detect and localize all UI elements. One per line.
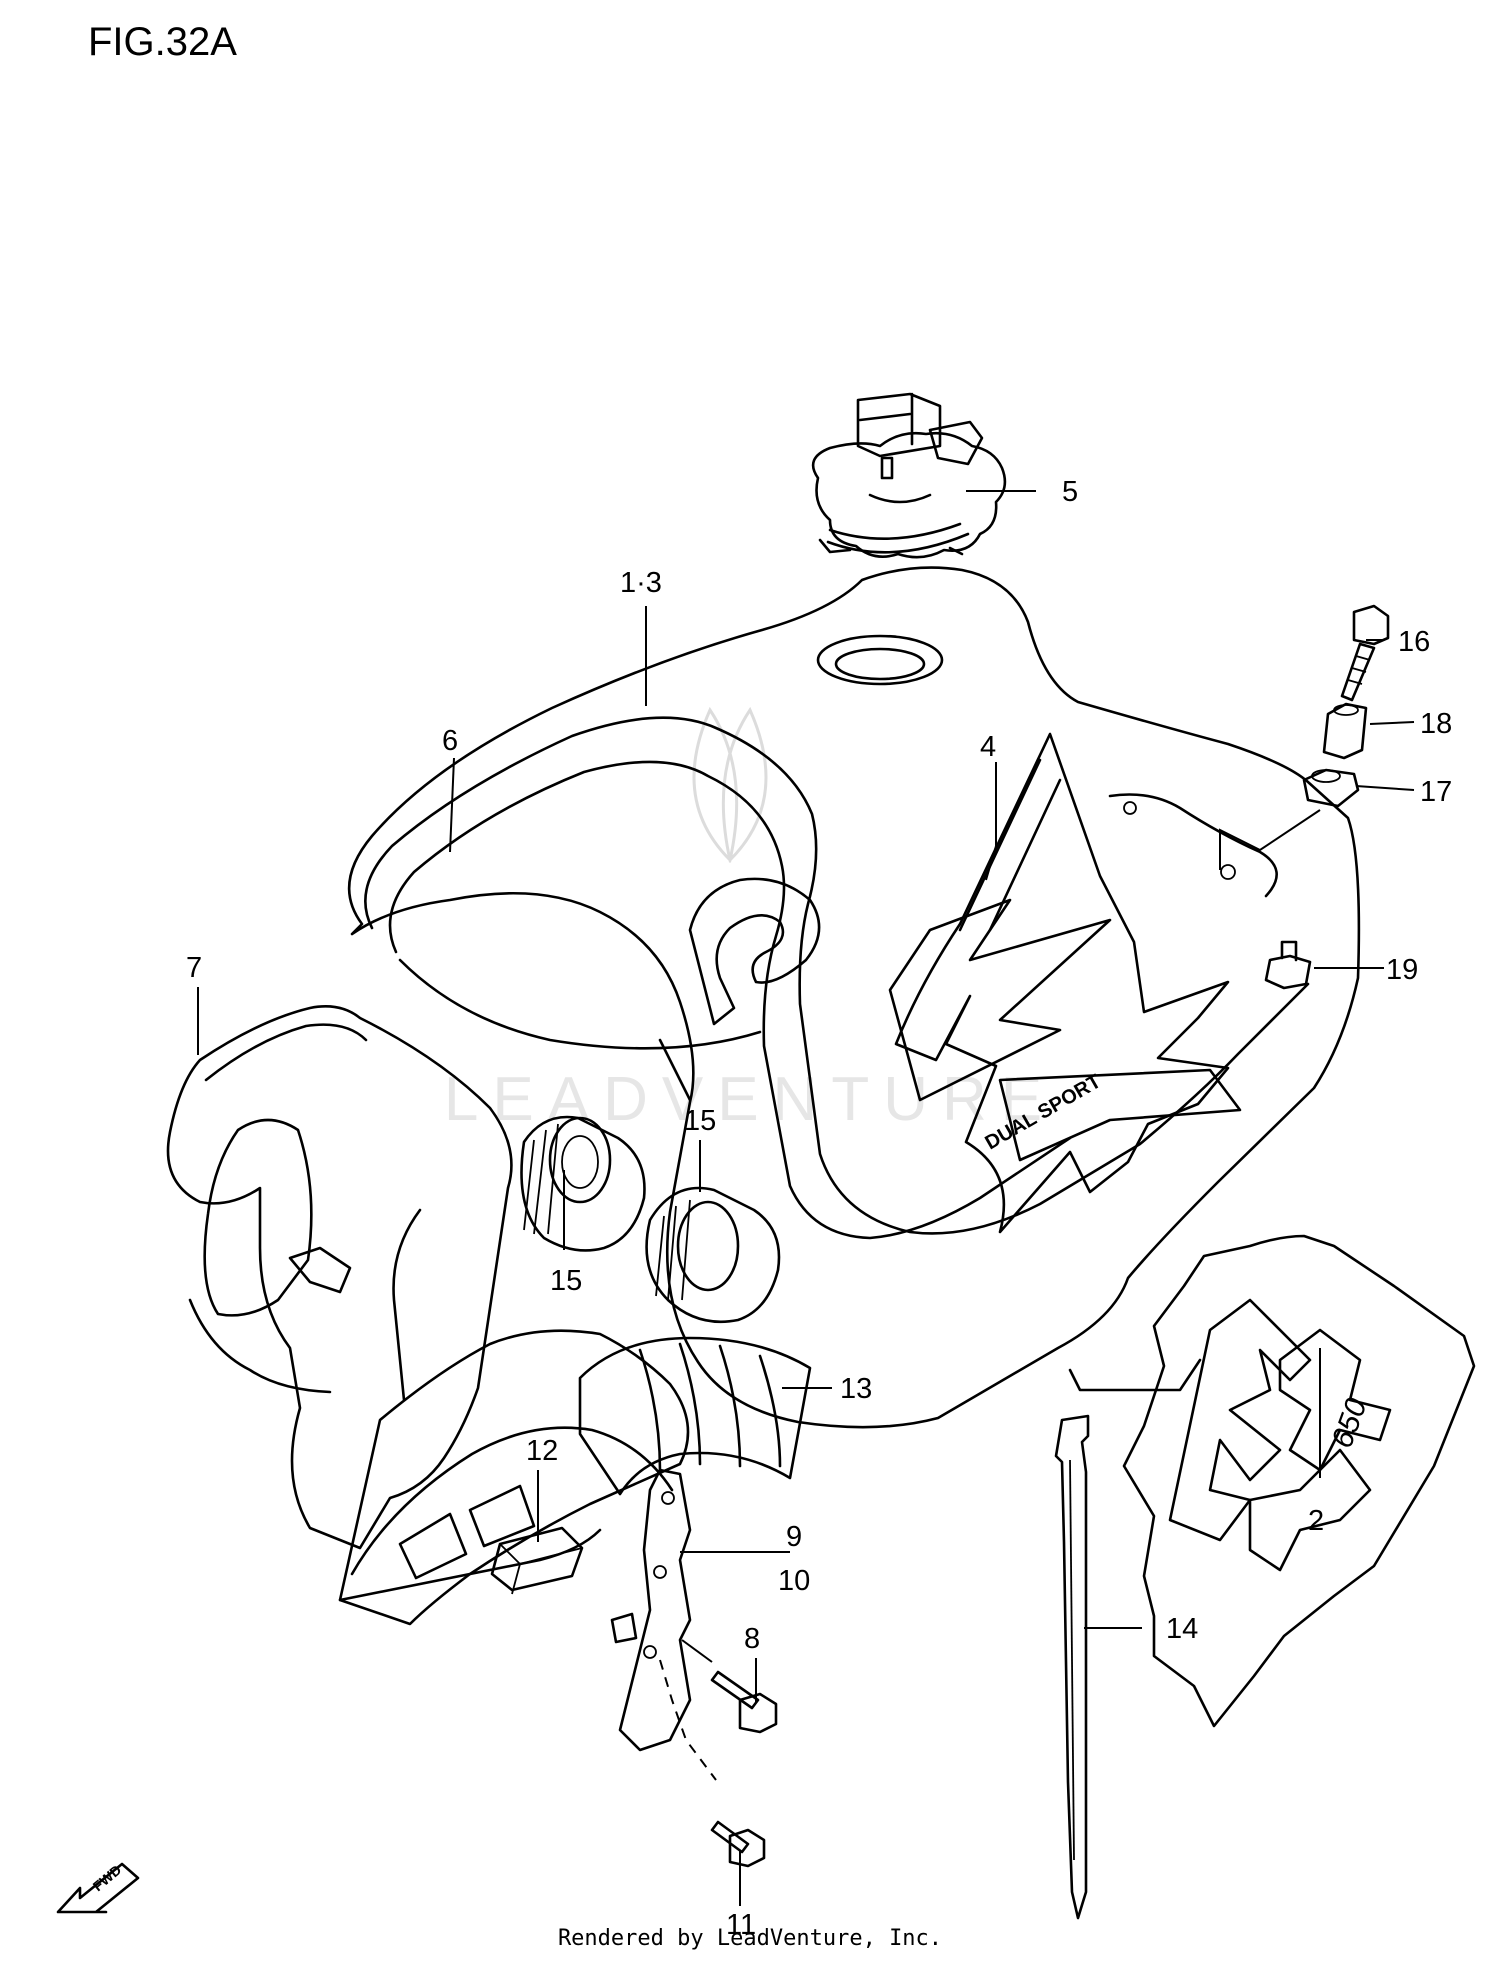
callout-13: 13 — [840, 1373, 872, 1405]
callout-6: 6 — [442, 725, 458, 757]
callout-5: 5 — [1062, 476, 1078, 508]
callout-2: 2 — [1308, 1505, 1324, 1537]
pad-12[interactable] — [490, 1526, 584, 1595]
callout-15-right: 15 — [684, 1105, 716, 1137]
callout-1-3: 1·3 — [620, 567, 662, 599]
callout-11: 11 — [726, 1909, 756, 1941]
forward-direction-badge: FWD — [56, 1862, 140, 1914]
cable-tie-14[interactable] — [1054, 1414, 1090, 1920]
grommet-19[interactable] — [1264, 940, 1312, 990]
watermark-text: LEADVENTURE — [444, 1065, 1056, 1134]
callout-10: 10 — [778, 1565, 810, 1597]
side-cover[interactable] — [166, 1005, 513, 1550]
frame-lower-cover[interactable] — [338, 1329, 690, 1626]
callout-4: 4 — [980, 731, 996, 763]
cushion-15-left[interactable] — [520, 1115, 646, 1252]
leader-lines — [197, 490, 1415, 1906]
callout-8: 8 — [744, 1623, 760, 1655]
callout-19: 19 — [1386, 954, 1418, 986]
bolt-11[interactable] — [710, 1820, 766, 1868]
figure-title: FIG.32A — [88, 20, 237, 64]
bracket-9-10[interactable] — [610, 1468, 692, 1752]
callout-7: 7 — [186, 952, 202, 984]
callout-12: 12 — [526, 1435, 558, 1467]
fuel-tank[interactable] — [347, 566, 1361, 1429]
cushion-13[interactable] — [578, 1336, 812, 1496]
callout-17: 17 — [1420, 776, 1452, 808]
callout-labels: 1·3 5 6 4 16 18 17 19 7 15 15 12 13 9 10… — [186, 476, 1452, 1941]
footer-credit: Rendered by LeadVenture, Inc. — [557, 1926, 943, 1951]
shroud-decal-2[interactable]: 650 — [1122, 1234, 1476, 1728]
cushion-15-right[interactable] — [645, 1186, 781, 1324]
callout-9: 9 — [786, 1521, 802, 1553]
callout-15-left: 15 — [550, 1265, 582, 1297]
callout-16: 16 — [1398, 626, 1430, 658]
bolt-8-guide-line — [681, 1639, 713, 1663]
collar-18[interactable] — [1322, 702, 1368, 760]
callout-18: 18 — [1420, 708, 1452, 740]
cushion-17[interactable] — [1302, 768, 1360, 808]
bolt-11-guide-line — [659, 1659, 717, 1781]
fuel-cap[interactable] — [811, 392, 1007, 559]
decal-model-text: 650 — [1326, 1394, 1374, 1453]
mount-guide-line — [1219, 809, 1321, 870]
bolt-8[interactable] — [710, 1670, 778, 1734]
bolt-16[interactable] — [1340, 604, 1390, 702]
tank-decal-dual-sport[interactable]: DUAL SPORT — [888, 732, 1242, 1234]
callout-14: 14 — [1166, 1613, 1198, 1645]
